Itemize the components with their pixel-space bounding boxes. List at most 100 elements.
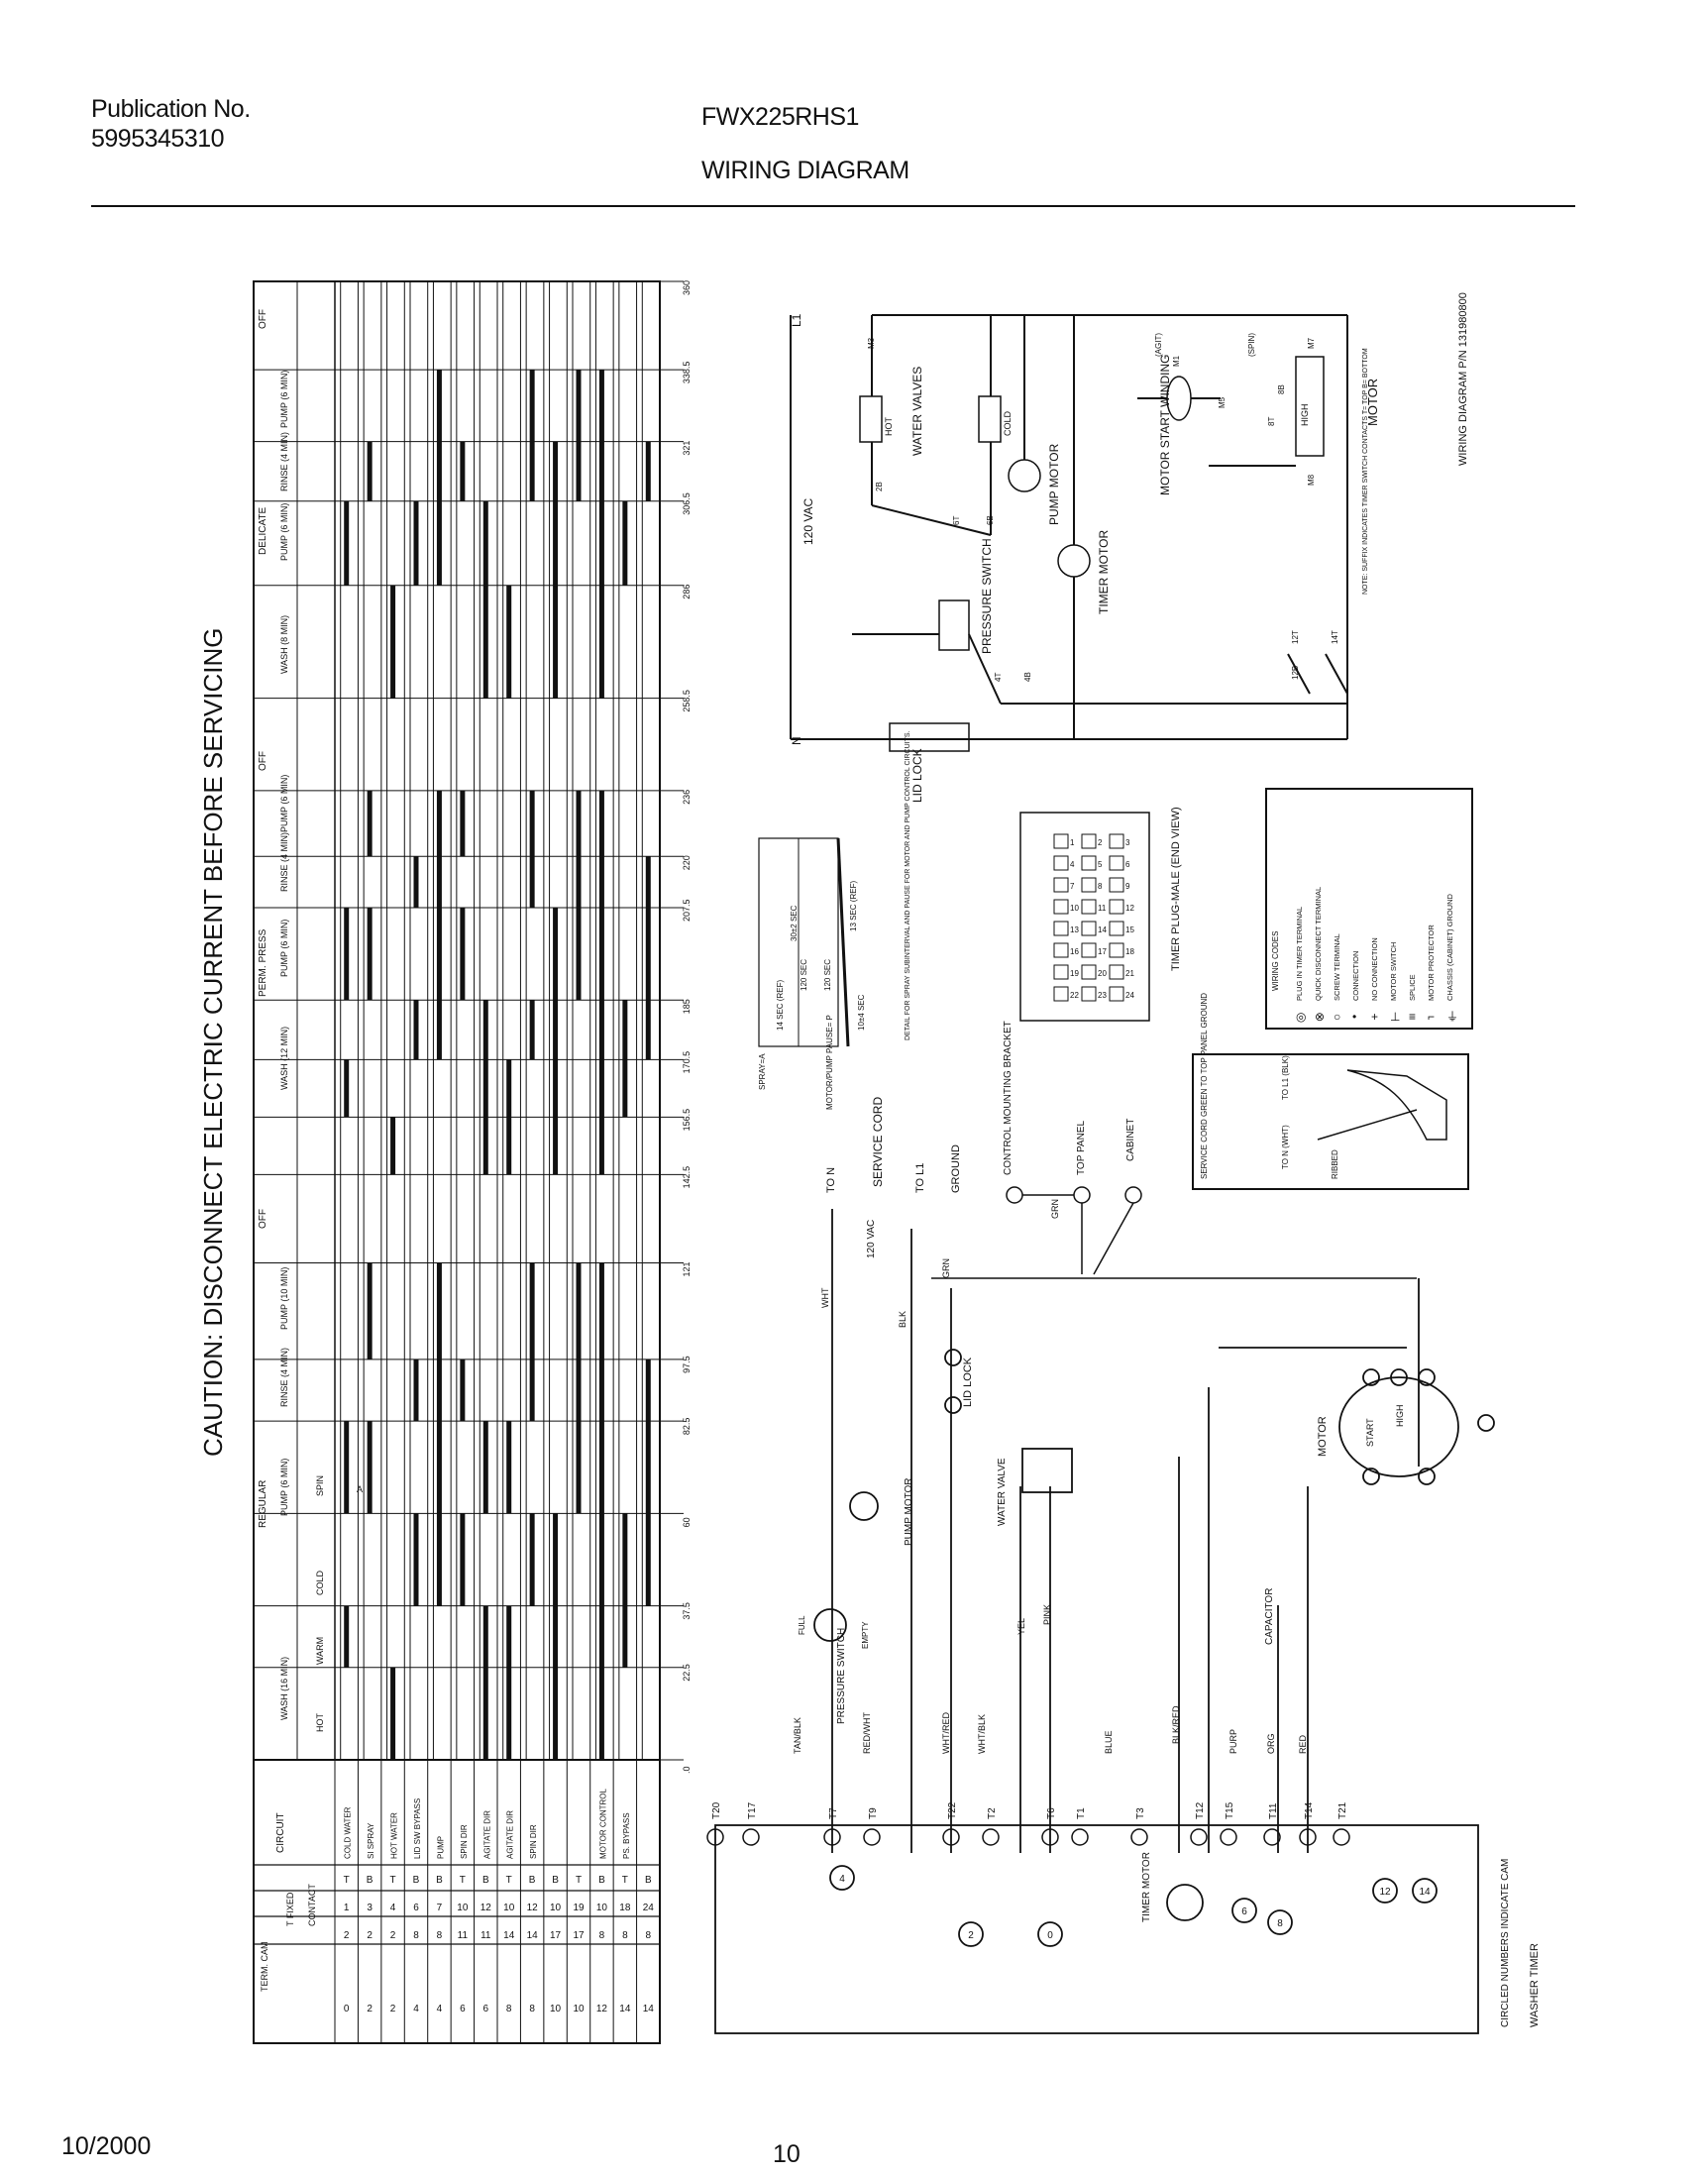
plug-pin <box>1081 833 1097 849</box>
service-cord-to-n: TO N (WHT) <box>1281 1125 1290 1169</box>
wiring-code-symbol: ⏚ <box>1446 1010 1458 1024</box>
comp-high: HIGH <box>1395 1405 1405 1428</box>
terminal-12t: 12T <box>1291 630 1300 644</box>
schematic-note: NOTE: SUFFIX INDICATES TIMER SWITCH CONT… <box>1362 348 1369 595</box>
plug-pin-label: 23 <box>1098 991 1107 1000</box>
plug-pin-label: 24 <box>1125 991 1134 1000</box>
plug-pin-label: 17 <box>1098 947 1107 956</box>
section-label-off-2: OFF <box>258 751 268 771</box>
plug-pin <box>1081 877 1097 893</box>
wiring-code-item: MOTOR SWITCH <box>1389 942 1398 1001</box>
degree-label: 142.5 <box>682 1166 692 1189</box>
footer-date: 10/2000 <box>61 2132 152 2160</box>
plug-pin <box>1053 833 1069 849</box>
label-agit: (AGIT) <box>1154 333 1163 357</box>
terminal-4t: 4T <box>994 673 1003 682</box>
table-tb: T <box>460 1875 466 1886</box>
plug-pin-label: 19 <box>1070 969 1079 978</box>
table-fixed: 8 <box>599 1930 605 1941</box>
table-circuit: PS. BYPASS <box>622 1812 631 1859</box>
phase-wash-12: WASH (12 MIN) <box>279 1027 289 1090</box>
degree-label: 321 <box>682 441 692 456</box>
timer-terminal <box>823 1828 841 1846</box>
label-n: N <box>790 736 803 745</box>
timer-terminal-label: T12 <box>1195 1801 1206 1819</box>
label-motor-start-winding: MOTOR START WINDING <box>1158 355 1172 495</box>
timer-terminal-label: T20 <box>711 1801 722 1819</box>
phase-pump-6-del2: PUMP (6 MIN) <box>279 371 289 428</box>
degree-label: .0 <box>682 1766 692 1774</box>
degree-label: 22.5 <box>682 1664 692 1682</box>
wiring-code-symbol: ⊥ <box>1390 1010 1400 1024</box>
table-tb: T <box>622 1875 628 1886</box>
timer-terminal-label: T21 <box>1337 1801 1348 1819</box>
plug-pin <box>1053 899 1069 915</box>
degree-label: 121 <box>682 1261 692 1276</box>
col-header-contact: CONTACT <box>307 1884 317 1926</box>
timer-terminal <box>1190 1828 1208 1846</box>
terminal-m8: M8 <box>1307 474 1316 486</box>
plug-pin-label: 13 <box>1070 925 1079 934</box>
sub-label-hot: HOT <box>315 1713 325 1733</box>
wiring-code-symbol: ⊗ <box>1315 1010 1325 1024</box>
section-label-delicate: DELICATE <box>258 507 268 555</box>
wiring-code-symbol: • <box>1352 1010 1356 1024</box>
publication-label: Publication No. <box>91 95 251 123</box>
comp-motor: MOTOR <box>1317 1416 1329 1457</box>
table-contact: 10 <box>596 1903 608 1913</box>
table-circuit: COLD WATER <box>344 1806 353 1859</box>
terminal-6t: 6T <box>952 516 961 525</box>
label-pump-motor: PUMP MOTOR <box>1047 443 1061 525</box>
plug-pin-label: 22 <box>1070 991 1079 1000</box>
spray-label-a: SPRAY=A <box>758 1053 767 1090</box>
plug-pin <box>1081 964 1097 980</box>
table-circuit: SI SPRAY <box>367 1822 375 1859</box>
table-contact: 18 <box>619 1903 631 1913</box>
table-circuit: PUMP <box>436 1836 445 1859</box>
plug-pin-label: 7 <box>1070 882 1075 891</box>
plug-pin <box>1053 855 1069 871</box>
phase-pump-6-pp2: PUMP (6 MIN) <box>279 775 289 832</box>
wire-color-label: PINK <box>1042 1604 1052 1625</box>
wiring-code-item: NO CONNECTION <box>1370 937 1379 1001</box>
degree-label: 258.5 <box>682 690 692 712</box>
wire-color-label: ORG <box>1266 1733 1276 1754</box>
model-number: FWX225RHS1 <box>701 103 859 131</box>
wiring-codes-list: ◎PLUG IN TIMER TERMINAL⊗QUICK DISCONNECT… <box>1295 887 1458 1024</box>
ground-cabinet: CABINET <box>1125 1119 1136 1161</box>
wire-color-label: RED <box>1298 1734 1308 1754</box>
degree-label: 236 <box>682 790 692 805</box>
terminal-8t: 8T <box>1267 417 1276 426</box>
timer-terminal-label: T6 <box>1046 1807 1057 1819</box>
plug-pin <box>1081 986 1097 1002</box>
cam-number: 4 <box>839 1874 845 1885</box>
degree-label: 185 <box>682 999 692 1014</box>
table-circuit: SPIN DIR <box>460 1824 469 1859</box>
service-cord-detail: SERVICE CORD GREEN TO TOP PANEL GROUND T… <box>1192 993 1469 1190</box>
timer-terminal <box>1130 1828 1148 1846</box>
wire-color-label: BLUE <box>1104 1730 1114 1754</box>
plug-pin <box>1081 942 1097 958</box>
wire-color-label: WHT/RED <box>941 1712 951 1754</box>
table-cam: 2 <box>390 2004 396 2014</box>
wiring-code-symbol: ≡ <box>1409 1010 1416 1024</box>
cam-number: 14 <box>1419 1887 1431 1898</box>
spray-14sec: 14 SEC (REF) <box>776 980 785 1031</box>
timer-terminal <box>863 1828 881 1846</box>
timer-terminal <box>1071 1828 1089 1846</box>
label-lid-lock: LID LOCK <box>910 748 924 803</box>
timer-terminal-label: T9 <box>868 1807 879 1819</box>
wire-color-label: BLK <box>898 1311 907 1328</box>
timer-terminal-label: T14 <box>1304 1801 1315 1819</box>
schematic-side-text: WIRING DIAGRAM P/N 131980800 <box>1457 292 1469 466</box>
section-label-perm-press: PERM. PRESS <box>258 928 268 997</box>
table-cam: 6 <box>483 2004 489 2014</box>
plug-pin-label: 2 <box>1098 838 1103 847</box>
header-divider <box>91 205 1575 207</box>
timer-terminal <box>742 1828 760 1846</box>
table-fixed: 17 <box>573 1930 585 1941</box>
